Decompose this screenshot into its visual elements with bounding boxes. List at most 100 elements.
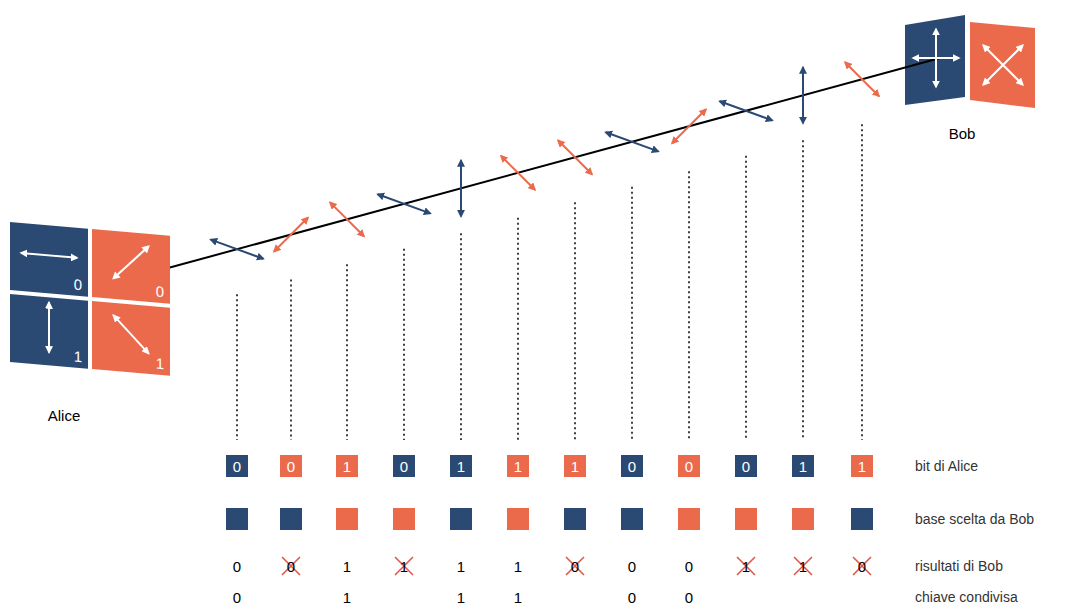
alice-bit-box: 0 [735, 455, 757, 477]
bob-rectilinear-filter [905, 15, 965, 105]
photon [802, 67, 804, 123]
discard-cross [282, 557, 300, 575]
bob-basis-square [792, 508, 814, 530]
dotted-guide [861, 124, 863, 440]
quantum-channel [168, 58, 940, 268]
dotted-guide [460, 233, 462, 440]
dotted-guide [517, 218, 519, 440]
bit-value: 0 [628, 459, 636, 474]
bit-value: 0 [233, 459, 241, 474]
bit-value: 1 [74, 349, 82, 365]
bit-value: 0 [685, 459, 693, 474]
discard-cross [737, 557, 755, 575]
bob-basis-square [393, 508, 415, 530]
bob-result: 0 [233, 559, 241, 574]
photon [378, 194, 431, 213]
bit-value: 0 [74, 277, 82, 293]
bit-value: 1 [799, 459, 807, 474]
alice-bit-box: 0 [280, 455, 302, 477]
party-name: Bob [949, 126, 976, 141]
photon [845, 62, 879, 96]
alice-polarizer: 1 [92, 301, 170, 376]
polarization-arrow [113, 315, 148, 353]
alice-bit-box: 0 [678, 455, 700, 477]
alice-polarizer: 0 [10, 222, 88, 297]
alice-bit-box: 1 [450, 455, 472, 477]
dotted-guide [290, 280, 292, 440]
bob-basis-square [735, 508, 757, 530]
bob-result: 1 [799, 559, 807, 574]
bob-basis-square [851, 508, 873, 530]
bob-arrows [913, 29, 1023, 87]
photon [720, 101, 773, 120]
bob-result: 1 [742, 559, 750, 574]
alice-bit-box: 0 [393, 455, 415, 477]
bob-basis-square [564, 508, 586, 530]
dotted-guide [403, 249, 405, 440]
bob-basis-square [507, 508, 529, 530]
photon [274, 218, 308, 252]
alice-polarizer: 1 [10, 294, 88, 369]
bit-value: 1 [343, 459, 351, 474]
discard-cross [794, 557, 812, 575]
bit-value: 0 [742, 459, 750, 474]
key-bit: 1 [343, 590, 351, 605]
key-bit: 0 [685, 590, 693, 605]
discard-crosses [282, 557, 871, 575]
bit-value: 1 [457, 459, 465, 474]
dotted-guide [688, 171, 690, 440]
alice-bit-box: 0 [226, 455, 248, 477]
photon [211, 240, 264, 259]
photon [501, 156, 535, 190]
bob-result: 0 [685, 559, 693, 574]
alice-bit-box: 1 [564, 455, 586, 477]
bob-diagonal-filter [970, 22, 1035, 108]
bob-result: 0 [858, 559, 866, 574]
dotted-guide [802, 140, 804, 440]
dotted-guide [745, 156, 747, 440]
row-label: chiave condivisa [915, 590, 1018, 604]
bob-basis-square [450, 508, 472, 530]
discard-cross [566, 557, 584, 575]
key-bit: 0 [233, 590, 241, 605]
bit-value: 0 [400, 459, 408, 474]
bit-value: 1 [156, 356, 164, 372]
photon [460, 160, 462, 216]
photon [606, 132, 659, 151]
dotted-guide [346, 264, 348, 440]
dotted-guide [236, 294, 238, 440]
bit-value: 1 [571, 459, 579, 474]
dotted-guides [237, 124, 862, 440]
bit-value: 0 [287, 459, 295, 474]
photon-group [211, 62, 879, 259]
photon [558, 140, 592, 174]
dotted-guide [631, 187, 633, 440]
polarization-arrow [113, 243, 148, 281]
bob-basis-square [621, 508, 643, 530]
bob-bases [226, 508, 873, 530]
bob-result: 1 [400, 559, 408, 574]
bit-value: 1 [514, 459, 522, 474]
alice-bit-box: 1 [507, 455, 529, 477]
bob-basis-square [336, 508, 358, 530]
polarization-arrow [21, 253, 77, 258]
bit-value: 1 [858, 459, 866, 474]
row-label: risultati di Bob [915, 559, 1003, 573]
alice-polarizer: 0 [92, 229, 170, 304]
bob-result: 1 [457, 559, 465, 574]
bob-result: 0 [628, 559, 636, 574]
discard-cross [853, 557, 871, 575]
key-bit: 1 [457, 590, 465, 605]
bob-basis-square [226, 508, 248, 530]
photon [672, 109, 706, 143]
party-name: Alice [48, 408, 81, 423]
bob-result: 0 [571, 559, 579, 574]
alice-bit-box: 1 [851, 455, 873, 477]
alice-bit-box: 1 [792, 455, 814, 477]
bob-result: 1 [343, 559, 351, 574]
row-label: bit di Alice [915, 459, 978, 473]
bit-value: 0 [156, 284, 164, 300]
discard-cross [395, 557, 413, 575]
bob-result: 1 [514, 559, 522, 574]
alice-bit-box: 0 [621, 455, 643, 477]
